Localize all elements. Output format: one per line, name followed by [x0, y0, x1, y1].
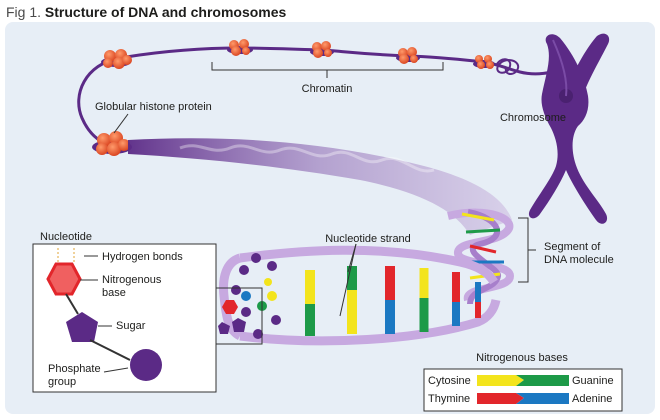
- nucleotide-ring: [231, 253, 281, 339]
- sugar-label: Sugar: [116, 320, 146, 332]
- strand-pointer-2: [347, 243, 357, 273]
- funnel-helix: [179, 144, 435, 173]
- chromatin-bracket: [211, 62, 444, 78]
- dna-ladder: [219, 245, 501, 346]
- histone-pointer: [113, 113, 129, 134]
- segment-label-line1: Segment of: [544, 241, 601, 253]
- nucleotide-title: Nucleotide: [40, 231, 92, 243]
- dna-helix-segment: [447, 208, 515, 305]
- nitrogenous-base-hexagon: [46, 262, 82, 296]
- legend-thymine-bar: [477, 393, 524, 404]
- legend-guanine-label: Guanine: [572, 375, 614, 387]
- legend-cytosine-bar: [477, 375, 524, 386]
- zoom-box-contents: [218, 300, 246, 334]
- sugar-pentagon: [66, 312, 98, 342]
- phosphate-label-2: group: [48, 376, 76, 388]
- chromatin-label: Chromatin: [302, 83, 353, 95]
- globular-histone: [92, 131, 132, 156]
- sugar-phosphate-bond: [89, 339, 131, 361]
- hydrogen-bonds-label: Hydrogen bonds: [102, 251, 183, 263]
- chromosome: [528, 33, 610, 224]
- legend-guanine-bar: [516, 375, 569, 386]
- histone-group-3: [310, 41, 334, 58]
- strand-pointer-1: [339, 243, 357, 317]
- figure-title-text: Structure of DNA and chromosomes: [44, 4, 287, 20]
- segment-label-line2: DNA molecule: [544, 254, 614, 266]
- base-sugar-bond: [65, 293, 79, 315]
- phosphate-label-1: Phosphate: [48, 363, 101, 375]
- nitrogenous-base-label-2: base: [102, 287, 126, 299]
- chromosome-label: Chromosome: [500, 112, 566, 124]
- figure-title: Fig 1. Structure of DNA and chromosomes: [6, 2, 286, 22]
- chromatin-coil: [495, 58, 520, 75]
- figure-number: Fig 1.: [6, 4, 42, 20]
- segment-bracket: [518, 217, 536, 283]
- phosphate-circle: [130, 349, 162, 381]
- legend-title: Nitrogenous bases: [476, 352, 568, 364]
- legend-thymine-label: Thymine: [428, 393, 470, 405]
- histone-group-2: [227, 39, 253, 56]
- nitrogenous-base-label-1: Nitrogenous: [102, 274, 162, 286]
- zoom-funnel: [128, 138, 512, 235]
- legend-cytosine-label: Cytosine: [428, 375, 471, 387]
- histone-group-4: [396, 47, 420, 64]
- phosphate-pointer: [103, 367, 129, 373]
- histone-label: Globular histone protein: [95, 101, 212, 113]
- legend-adenine-bar: [516, 393, 569, 404]
- nucleotide-strand-label: Nucleotide strand: [325, 233, 411, 245]
- histone-group-1: [101, 49, 132, 69]
- legend-adenine-label: Adenine: [572, 393, 612, 405]
- histone-group-5: [473, 55, 495, 69]
